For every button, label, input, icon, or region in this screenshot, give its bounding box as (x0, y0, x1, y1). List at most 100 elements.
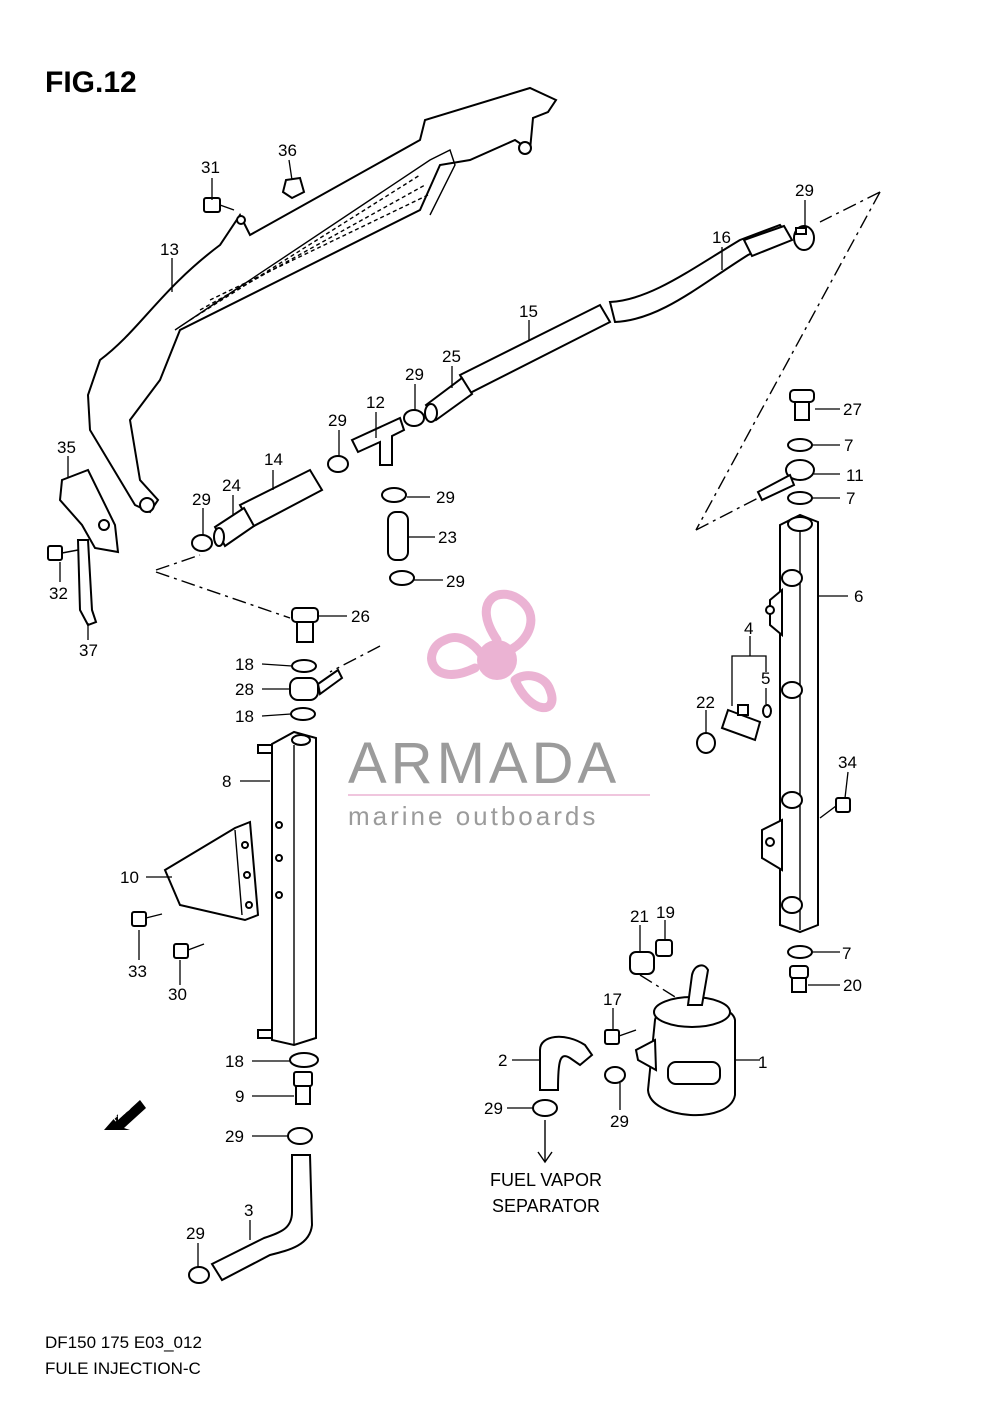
callout-14: 14 (264, 450, 283, 469)
figure-title: FIG.12 (45, 66, 137, 99)
washer-7-mid (787, 491, 813, 505)
callout-30: 30 (168, 985, 187, 1004)
callout-36: 36 (278, 141, 297, 160)
dash-line-1 (155, 554, 201, 571)
callout-35: 35 (57, 438, 76, 457)
clamp-29-hose23-bottom (389, 570, 415, 586)
callout-18c: 18 (225, 1052, 244, 1071)
hose-14 (238, 468, 324, 529)
callout-8: 8 (222, 772, 231, 791)
watermark-tagline: marine outboards (348, 801, 598, 831)
bracket-10 (163, 820, 260, 922)
callout-19: 19 (656, 903, 675, 922)
part-37-clip (76, 539, 98, 627)
nut-36 (281, 176, 306, 200)
fuel-rail-8 (257, 730, 317, 1047)
callout-29j: 29 (610, 1112, 629, 1131)
seal-22 (696, 732, 716, 754)
dash-line-6 (329, 645, 381, 673)
callout-28: 28 (235, 680, 254, 699)
propeller-hub-icon (477, 640, 517, 680)
callout-5: 5 (761, 669, 770, 688)
clamp-29-hose2 (532, 1099, 558, 1117)
dash-line-2 (155, 571, 291, 619)
callout-6: 6 (854, 587, 863, 606)
washer-18-top (291, 659, 317, 673)
callout-17: 17 (603, 990, 622, 1009)
bolt-17 (604, 1029, 637, 1045)
cushion-19 (655, 939, 673, 957)
bolt-30 (173, 943, 205, 959)
joint-12 (350, 416, 406, 466)
callout-32: 32 (49, 584, 68, 603)
bolt-32 (47, 545, 79, 561)
callout-27: 27 (843, 400, 862, 419)
dash-line-3 (819, 191, 881, 223)
union-11 (756, 459, 815, 502)
callout-29g: 29 (225, 1127, 244, 1146)
callout-18b: 18 (235, 707, 254, 726)
callout-1: 1 (758, 1053, 767, 1072)
callout-16: 16 (712, 228, 731, 247)
bolt-31 (203, 197, 235, 213)
clamp-29-left (287, 1127, 313, 1145)
vapor-separator-1 (634, 964, 736, 1116)
annotation-line1: FUEL VAPOR (490, 1170, 602, 1190)
clamp-29-separator (604, 1066, 626, 1084)
dash-line-4 (695, 191, 881, 531)
hose-16 (608, 223, 794, 324)
callout-labels: 1 2 3 4 5 6 7 7 7 8 9 10 11 12 13 14 15 … (49, 141, 864, 1243)
part-35-bracket (58, 468, 120, 554)
part-13-cover (86, 86, 558, 514)
callout-3: 3 (244, 1201, 253, 1220)
callout-26: 26 (351, 607, 370, 626)
fuel-rail-6 (761, 513, 819, 934)
callout-29a: 29 (795, 181, 814, 200)
dash-line-5 (695, 496, 761, 531)
callout-29f: 29 (446, 572, 465, 591)
plug-20 (789, 965, 809, 993)
callout-29e: 29 (436, 488, 455, 507)
callout-23: 23 (438, 528, 457, 547)
callout-24: 24 (222, 476, 241, 495)
callout-29c: 29 (328, 411, 347, 430)
callout-18a: 18 (235, 655, 254, 674)
hose-24 (213, 506, 256, 548)
callout-34: 34 (838, 753, 857, 772)
arrow-head (537, 1151, 553, 1164)
washer-18-mid (290, 707, 316, 721)
callout-7c: 7 (842, 944, 851, 963)
clamp-29-bottom (188, 1266, 210, 1284)
callout-10: 10 (120, 868, 139, 887)
callout-33: 33 (128, 962, 147, 981)
callout-25: 25 (442, 347, 461, 366)
washer-7-top (787, 438, 813, 452)
banjo-bolt-27 (789, 389, 815, 421)
footer-name: FULE INJECTION-C (45, 1359, 201, 1378)
watermark-brand: ARMADA (348, 731, 620, 796)
injector-4 (720, 704, 762, 742)
propeller-icon (427, 589, 557, 712)
washer-18-bottom (289, 1052, 319, 1068)
callout-29d: 29 (192, 490, 211, 509)
callout-29i: 29 (484, 1099, 503, 1118)
hose-2 (539, 1035, 594, 1091)
callout-29b: 29 (405, 365, 424, 384)
callout-20: 20 (843, 976, 862, 995)
grommet-21 (629, 951, 655, 975)
callout-15: 15 (519, 302, 538, 321)
callout-22: 22 (696, 693, 715, 712)
armada-logo: ARMADA marine outboards (348, 589, 650, 831)
callout-37: 37 (79, 641, 98, 660)
dash-line-7 (639, 974, 681, 1001)
callout-31: 31 (201, 158, 220, 177)
annotation-line2: SEPARATOR (492, 1196, 600, 1216)
callout-29h: 29 (186, 1224, 205, 1243)
callout-12: 12 (366, 393, 385, 412)
callout-11: 11 (846, 466, 864, 485)
banjo-bolt-26 (291, 607, 319, 643)
clamp-29-joint (327, 455, 349, 473)
hose-3 (210, 1154, 314, 1282)
